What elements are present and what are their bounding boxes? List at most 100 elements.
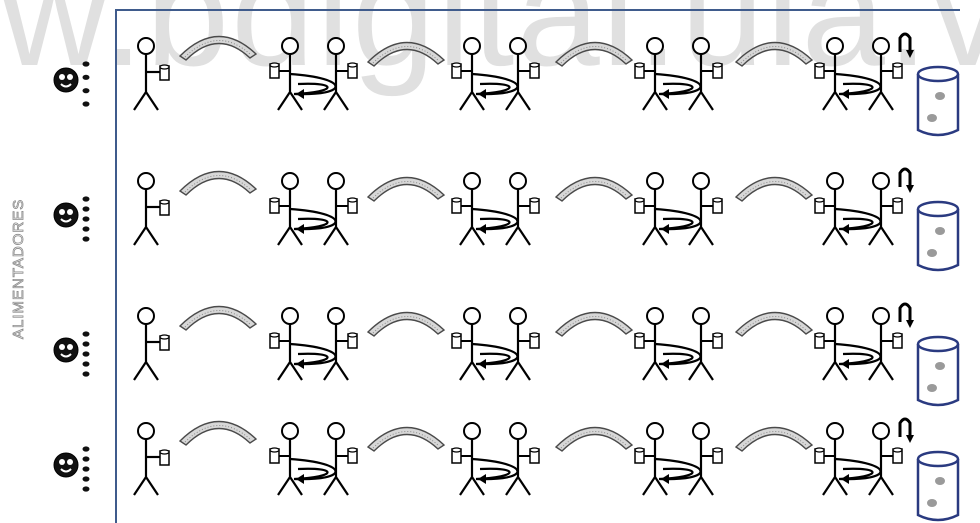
feeder-dot [83, 331, 90, 336]
single-person-station [134, 423, 169, 495]
cup-rim [893, 333, 902, 337]
swirl-arrow-line [472, 74, 518, 94]
ruler-body [556, 427, 632, 451]
figure-head [282, 38, 298, 54]
figure-head [827, 38, 843, 54]
collection-bucket-icon [918, 67, 958, 135]
figure-body [278, 439, 302, 495]
collection-bucket-icon [918, 337, 958, 405]
cup-rim [893, 198, 902, 202]
cup-icon [713, 448, 722, 463]
swirl-arrow-head [661, 474, 669, 484]
feeder-dot [83, 206, 90, 211]
cup-rim [160, 450, 169, 454]
swirl-arrow-head [478, 89, 486, 99]
ruler-body [368, 42, 444, 66]
ruler-body [180, 306, 256, 330]
cup-rim [530, 198, 539, 202]
feeder-eye-right [67, 344, 73, 350]
cup-rim [160, 200, 169, 204]
stick-figure-right [689, 308, 713, 380]
swirl-arrow-head [478, 359, 486, 369]
ruler-body [180, 36, 256, 60]
feeder-face-icon [54, 331, 90, 376]
bucket-ball [935, 477, 945, 485]
cup-rim [893, 448, 902, 452]
drop-arrow-head [906, 435, 914, 443]
bucket-ball [935, 227, 945, 235]
stick-figure-right [689, 423, 713, 495]
feeder-dot [83, 88, 90, 93]
ruler-body [368, 427, 444, 451]
cup-icon [635, 448, 644, 463]
feeder-dot [83, 361, 90, 366]
swirl-arrow-line [835, 209, 881, 229]
cup-rim [815, 63, 824, 67]
swirl-arrow-line [835, 459, 881, 479]
cup-icon [270, 198, 279, 213]
swirl-arrow-line [290, 209, 336, 229]
cup-icon [270, 333, 279, 348]
feeder-dot [83, 476, 90, 481]
feeder-eye-right [67, 209, 73, 215]
feeder-head [54, 203, 78, 227]
swirl-arrow-line [655, 74, 701, 94]
figure-body [324, 439, 348, 495]
ruler-body [736, 312, 812, 336]
feeder-dot [83, 486, 90, 491]
two-person-station [815, 308, 902, 380]
two-person-station [452, 38, 539, 110]
two-person-station [452, 308, 539, 380]
cup-icon [635, 198, 644, 213]
bucket-ball [927, 384, 937, 392]
cup-rim [635, 63, 644, 67]
stick-figure-right [506, 308, 530, 380]
stick-figure [134, 308, 158, 380]
cup-icon [893, 63, 902, 78]
ruler-body [556, 177, 632, 201]
cup-rim [635, 198, 644, 202]
figure-head [138, 423, 154, 439]
cup-rim [270, 198, 279, 202]
feeder-dot [83, 61, 90, 66]
bucket-rim [918, 337, 958, 351]
figure-head [827, 173, 843, 189]
two-person-station [635, 173, 722, 245]
cup-icon [160, 335, 169, 350]
swirl-arrow-head [478, 224, 486, 234]
two-person-station [270, 173, 357, 245]
stick-figure [134, 173, 158, 245]
bucket-ball [927, 114, 937, 122]
figure-head [873, 308, 889, 324]
frame-border [116, 10, 960, 523]
swirl-arrow-line [472, 209, 518, 229]
figure-body [460, 324, 484, 380]
cup-icon [348, 63, 357, 78]
feeder-eye-left [59, 209, 65, 215]
curved-ruler-arrow [556, 177, 632, 201]
figure-body [278, 324, 302, 380]
feeder-dot [83, 101, 90, 106]
cup-rim [713, 198, 722, 202]
conveyor-row [54, 419, 958, 520]
swirl-arrow-line [472, 459, 518, 479]
cup-rim [452, 63, 461, 67]
drop-arrow-head [906, 185, 914, 193]
curved-ruler-arrow [736, 177, 812, 201]
cup-rim [815, 198, 824, 202]
two-person-station [815, 173, 902, 245]
cup-icon [452, 198, 461, 213]
figure-body [278, 54, 302, 110]
collection-bucket-icon [918, 202, 958, 270]
figure-body [689, 54, 713, 110]
bucket-ball [927, 249, 937, 257]
collection-bucket-icon [918, 452, 958, 520]
feeder-dot [83, 196, 90, 201]
cup-icon [635, 63, 644, 78]
feeder-eye-right [67, 459, 73, 465]
figure-head [138, 38, 154, 54]
figure-head [510, 308, 526, 324]
figure-body [506, 324, 530, 380]
cup-rim [452, 198, 461, 202]
cup-rim [815, 333, 824, 337]
